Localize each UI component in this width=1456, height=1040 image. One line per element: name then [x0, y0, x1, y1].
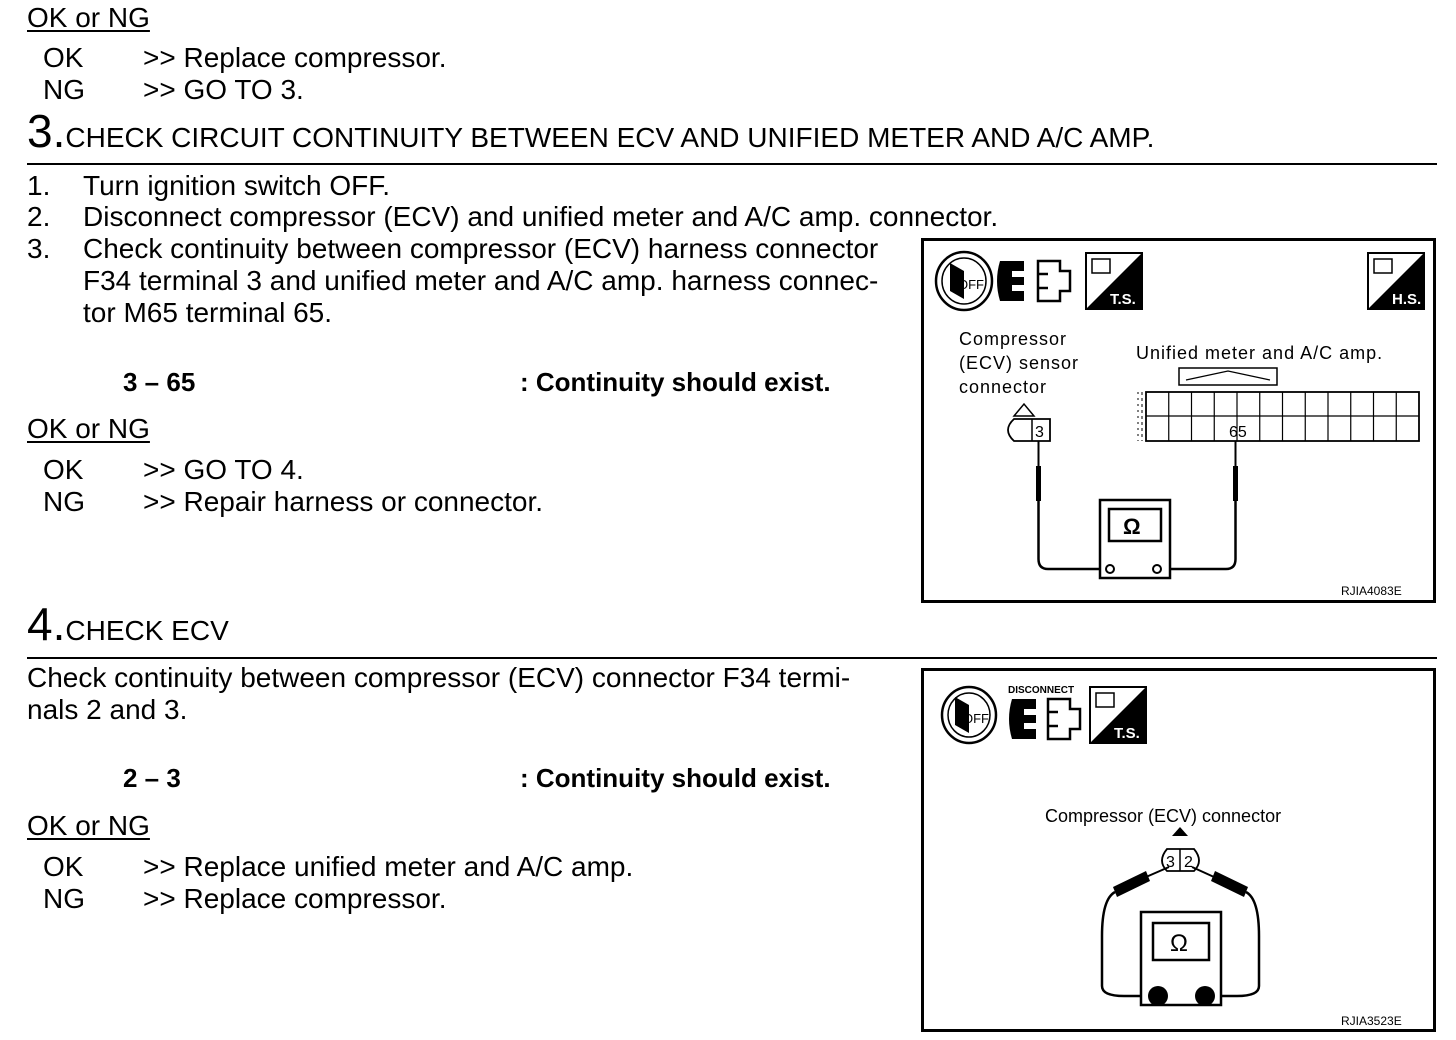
ok-or-ng-heading: OK or NG — [27, 810, 150, 841]
ohm-symbol: Ω — [1123, 514, 1141, 539]
ok-label: OK — [43, 42, 84, 73]
figure-code: RJIA4083E — [1341, 584, 1402, 598]
step3-heading: 3.CHECK CIRCUIT CONTINUITY BETWEEN ECV A… — [27, 106, 1154, 156]
spec-terminals: 2 – 3 — [123, 763, 181, 793]
compressor-connector-label: Compressor (ECV) connector — [1045, 806, 1281, 826]
ok-label: OK — [43, 454, 84, 485]
connector-disconnect-icon — [1009, 697, 1082, 741]
test-harness-icon: T.S. — [1085, 252, 1143, 310]
compressor-connector-label: (ECV) sensor — [959, 353, 1079, 373]
step-number: 3. — [27, 105, 66, 157]
ohmmeter-icon: Ω — [1098, 498, 1172, 580]
step-title: CHECK ECV — [65, 615, 229, 646]
compressor-connector: 3 — [1007, 402, 1051, 442]
ng-label: NG — [43, 883, 85, 914]
step4-instruction: nals 2 and 3. — [27, 694, 188, 725]
off-label: OFF — [958, 277, 984, 292]
test-harness-icon: T.S. — [1089, 686, 1147, 744]
ok-action: >> GO TO 4. — [143, 454, 304, 485]
step3-item-number: 3. — [27, 233, 51, 264]
step3-item-text: F34 terminal 3 and unified meter and A/C… — [83, 265, 879, 296]
ng-action: >> Replace compressor. — [143, 883, 447, 914]
section-divider — [27, 163, 1437, 165]
hs-label: H.S. — [1392, 291, 1421, 308]
step4-instruction: Check continuity between compressor (ECV… — [27, 662, 851, 693]
ok-label: OK — [43, 851, 84, 882]
step4-heading: 4.CHECK ECV — [27, 599, 229, 649]
step3-item-number: 2. — [27, 201, 51, 232]
ts-label: T.S. — [1110, 291, 1136, 308]
ng-label: NG — [43, 74, 85, 105]
terminal-2-label: 2 — [1184, 854, 1193, 871]
continuity-figure-ecv-meter: OFF T.S. H.S. Compressor (ECV) sensor — [921, 238, 1436, 603]
ok-action: >> Replace unified meter and A/C amp. — [143, 851, 634, 882]
continuity-figure-ecv: OFF DISCONNECT T.S. Compressor (ECV) con… — [921, 668, 1436, 1032]
compressor-connector-label: connector — [959, 377, 1047, 397]
spec-result: : Continuity should exist. — [520, 763, 831, 793]
ohm-symbol: Ω — [1170, 930, 1188, 957]
ok-or-ng-heading: OK or NG — [27, 2, 150, 33]
compressor-connector-label: Compressor — [959, 329, 1067, 349]
ignition-key-icon: OFF — [934, 250, 994, 312]
section-divider — [27, 657, 1437, 659]
ok-or-ng-heading: OK or NG — [27, 413, 150, 444]
ohmmeter-icon: Ω — [1139, 910, 1223, 1007]
step3-item-text: Check continuity between compressor (ECV… — [83, 233, 879, 264]
step3-item-text: tor M65 terminal 65. — [83, 297, 332, 328]
ignition-key-icon: OFF — [940, 685, 998, 745]
step-title: CHECK CIRCUIT CONTINUITY BETWEEN ECV AND… — [65, 122, 1155, 153]
spec-result: : Continuity should exist. — [520, 367, 831, 397]
ts-label: T.S. — [1114, 725, 1140, 742]
disconnect-label: DISCONNECT — [1008, 685, 1074, 696]
step3-item-number: 1. — [27, 170, 51, 201]
ng-label: NG — [43, 486, 85, 517]
ng-action: >> GO TO 3. — [143, 74, 304, 105]
terminal-3-label: 3 — [1035, 424, 1044, 441]
unified-meter-label: Unified meter and A/C amp. — [1136, 343, 1383, 363]
probe-wires — [1100, 866, 1261, 998]
step-number: 4. — [27, 598, 66, 650]
step3-item-text: Turn ignition switch OFF. — [83, 170, 391, 201]
connector-disconnect-icon — [997, 259, 1072, 303]
terminal-65-label: 65 — [1229, 424, 1247, 441]
probe-wires — [1036, 441, 1238, 571]
step3-item-text: Disconnect compressor (ECV) and unified … — [83, 201, 999, 232]
compressor-connector: 3 2 — [1161, 827, 1200, 872]
ng-action: >> Repair harness or connector. — [143, 486, 544, 517]
harness-selector-icon: H.S. — [1367, 252, 1425, 310]
ok-action: >> Replace compressor. — [143, 42, 447, 73]
unified-meter-connector: 65 — [1137, 367, 1420, 442]
spec-terminals: 3 – 65 — [123, 367, 196, 397]
off-label: OFF — [963, 711, 989, 726]
figure-code: RJIA3523E — [1341, 1014, 1402, 1028]
terminal-3-label: 3 — [1166, 854, 1175, 871]
